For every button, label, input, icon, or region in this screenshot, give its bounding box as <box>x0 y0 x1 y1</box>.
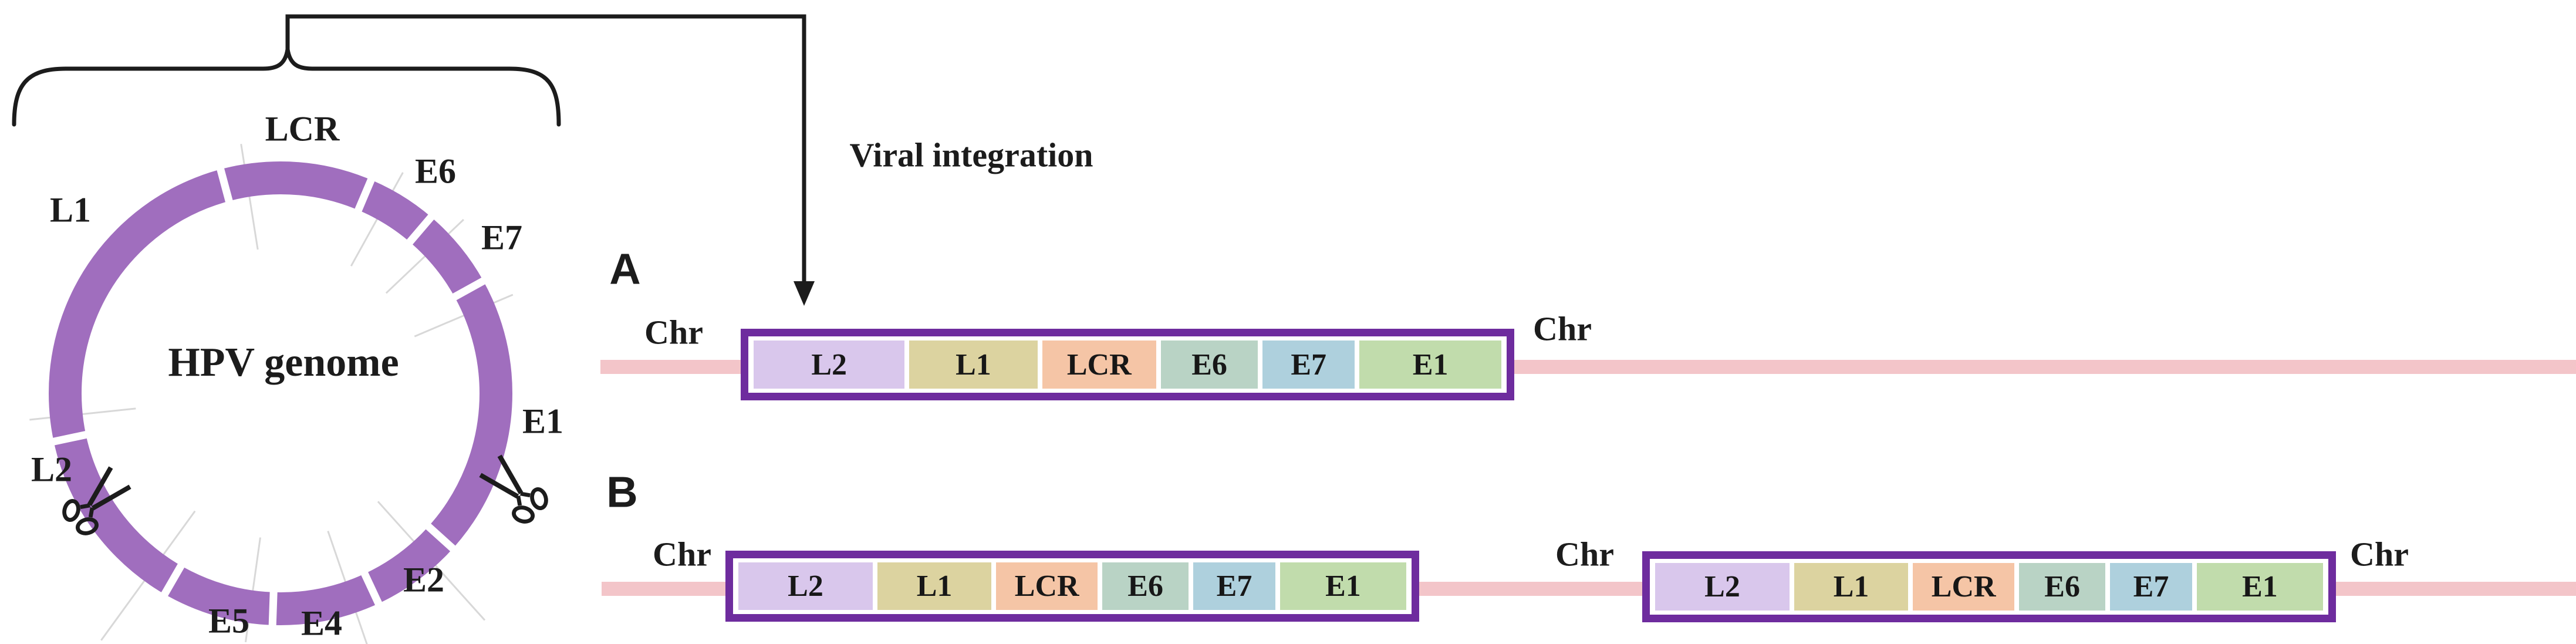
gene-segment-e1: E1 <box>1279 562 1406 610</box>
ring-label-e1: E1 <box>522 402 564 441</box>
ring-label-l1: L1 <box>49 190 92 230</box>
cut-mark <box>244 537 261 643</box>
cut-mark <box>350 172 404 267</box>
segment-gap <box>350 164 381 223</box>
segment-gap <box>154 553 191 609</box>
hpv-genome-title: HPV genome <box>168 340 399 385</box>
chr-label-a-right: Chr <box>1533 309 1592 348</box>
gene-segment-e7: E7 <box>1262 340 1355 389</box>
ring-label-e4: E4 <box>301 603 343 643</box>
cut-mark <box>240 144 259 250</box>
segment-gap <box>399 203 444 254</box>
ring-label-e2: E2 <box>403 560 445 599</box>
integration-arrowhead <box>794 281 815 306</box>
ring-label-l2: L2 <box>31 450 73 489</box>
hpv-genome-ring <box>29 144 514 644</box>
segment-gap <box>416 515 467 561</box>
gene-segment-l2: L2 <box>754 340 905 389</box>
gene-segment-e6: E6 <box>1102 562 1189 610</box>
gene-segment-e6: E6 <box>1161 340 1258 389</box>
chr-label-a-left: Chr <box>644 313 703 352</box>
gene-segment-lcr: LCR <box>1042 340 1157 389</box>
chr-label-b-mid: Chr <box>1555 535 1614 574</box>
gene-segment-l1: L1 <box>877 562 992 610</box>
ring-label-e5: E5 <box>208 601 250 640</box>
scissors-icon <box>62 466 131 535</box>
gene-segment-l2: L2 <box>738 562 873 610</box>
chr-label-b-right: Chr <box>2350 535 2409 574</box>
ring-label-e6: E6 <box>414 151 457 191</box>
chr-label-b-left: Chr <box>653 535 711 574</box>
gene-segment-e7: E7 <box>1193 562 1275 610</box>
integration-arrow-line <box>285 14 806 286</box>
segment-gap <box>213 154 236 214</box>
ring-label-lcr: LCR <box>265 109 340 149</box>
gene-segment-lcr: LCR <box>1913 563 2015 611</box>
cut-mark <box>29 407 136 421</box>
panel-b-label: B <box>606 467 638 517</box>
segment-gap <box>441 270 498 306</box>
panel-a-label: A <box>609 244 641 294</box>
gene-segment-e1: E1 <box>1359 340 1501 389</box>
gene-segment-l2: L2 <box>1655 563 1790 611</box>
gene-segment-e1: E1 <box>2196 563 2323 611</box>
gene-segment-lcr: LCR <box>996 562 1098 610</box>
segment-gap <box>268 579 278 640</box>
cut-mark <box>385 218 464 294</box>
gene-segment-e6: E6 <box>2019 563 2106 611</box>
gene-segment-l1: L1 <box>909 340 1038 389</box>
ring-label-e7: E7 <box>481 218 523 257</box>
genome-ring-circle <box>49 161 512 625</box>
segment-gap <box>356 561 389 619</box>
cut-mark <box>414 294 514 338</box>
gene-segment-l1: L1 <box>1794 563 1909 611</box>
scissors-icon <box>479 454 548 524</box>
gene-segment-e7: E7 <box>2110 563 2192 611</box>
brace-and-arrow-connector <box>12 14 815 306</box>
viral-integration-label: Viral integration <box>849 136 1093 174</box>
segment-gap <box>38 428 99 449</box>
